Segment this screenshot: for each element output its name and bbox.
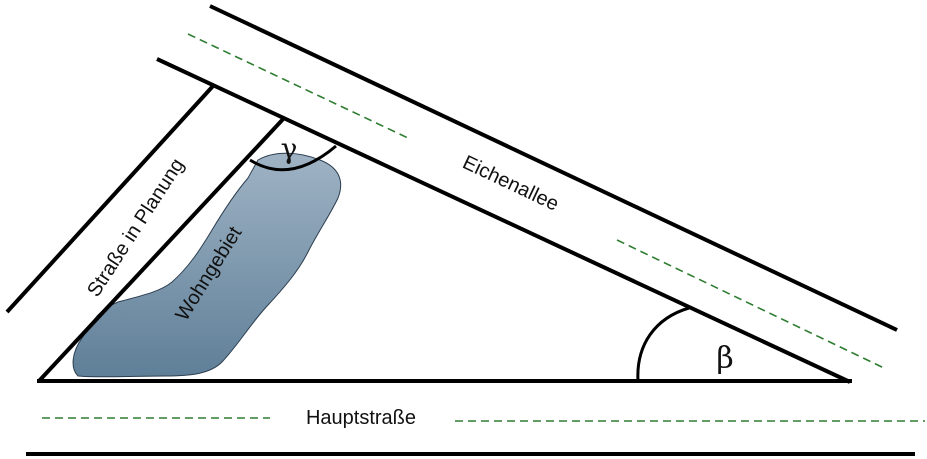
road-edges bbox=[5, 4, 915, 456]
angle-beta-arc bbox=[636, 306, 690, 382]
hauptstrasse-label: Hauptstraße bbox=[306, 407, 416, 429]
eichenallee-centerline-left bbox=[187, 33, 409, 139]
planned-road-outer-edge bbox=[5, 84, 215, 314]
residential-area-shape bbox=[72, 152, 342, 378]
eichenallee-outer-edge bbox=[209, 4, 898, 332]
eichenallee-centerline-right bbox=[616, 239, 885, 369]
angle-gamma-arc bbox=[249, 144, 337, 172]
angle-beta-label: β bbox=[716, 341, 733, 376]
planned-road-inner-edge bbox=[37, 115, 287, 383]
angle-gamma-label: γ bbox=[281, 132, 298, 165]
eichenallee-inner-edge bbox=[156, 57, 851, 384]
centerlines bbox=[42, 33, 925, 422]
